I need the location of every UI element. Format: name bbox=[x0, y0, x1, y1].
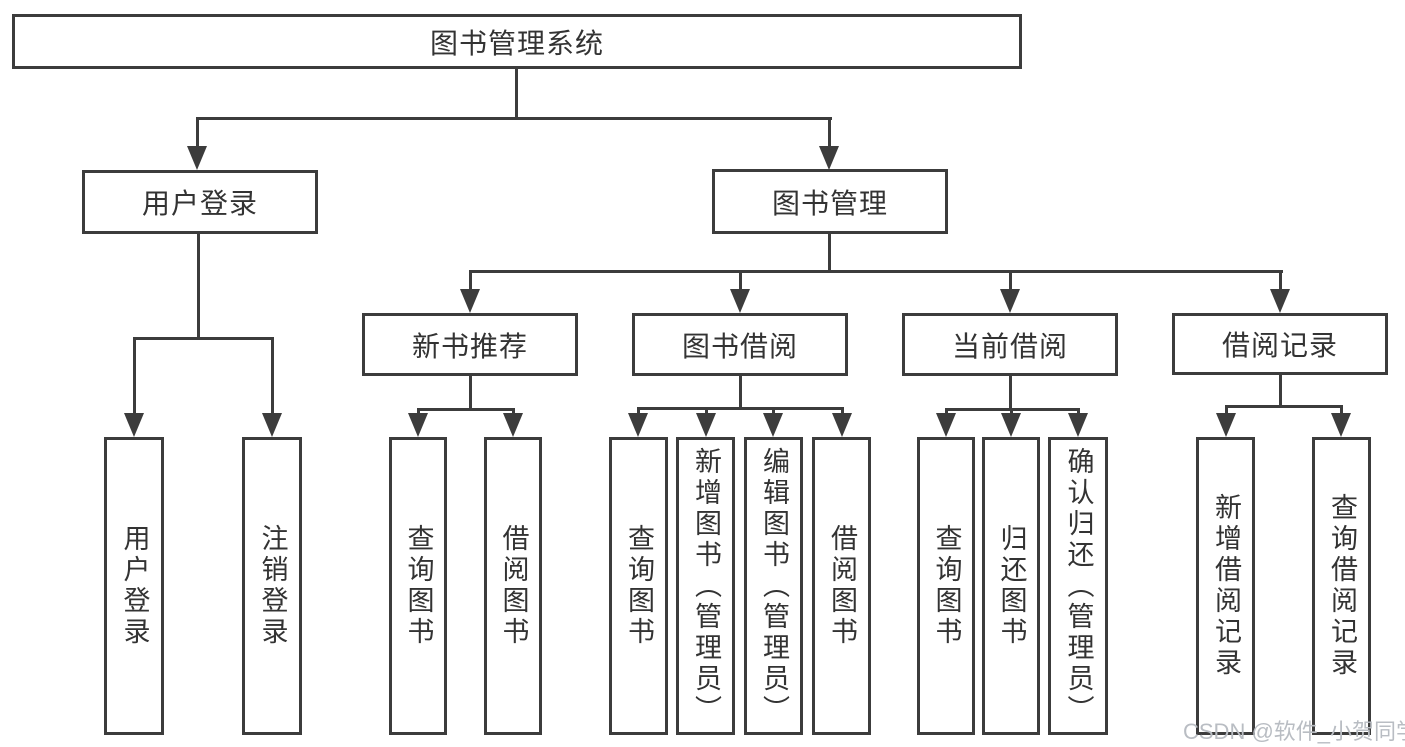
connector-arrow-shaft bbox=[1340, 405, 1343, 415]
node-label: 编辑图书（管理员） bbox=[759, 446, 789, 726]
arrow-down-icon bbox=[832, 413, 852, 437]
node-label: 查询借阅记录 bbox=[1327, 493, 1357, 679]
connector-borrow-stem bbox=[739, 376, 742, 410]
connector-root-rail bbox=[196, 117, 832, 120]
node-label: 查询图书 bbox=[403, 524, 434, 648]
arrow-down-icon bbox=[936, 413, 956, 437]
node-leaf-return-book: 归还图书 bbox=[982, 437, 1040, 735]
node-label: 查询图书 bbox=[931, 524, 962, 648]
arrow-down-icon bbox=[187, 146, 207, 170]
node-leaf-query-book-1: 查询图书 bbox=[389, 437, 447, 735]
connector-newbook-rail bbox=[417, 408, 515, 411]
arrow-down-icon bbox=[1331, 413, 1351, 437]
csdn-watermark: CSDN @软件_小贺同学 bbox=[1183, 719, 1405, 744]
node-user-login: 用户登录 bbox=[82, 170, 318, 234]
connector-arrow-shaft bbox=[271, 337, 274, 415]
connector-record-stem bbox=[1279, 375, 1282, 408]
node-leaf-confirm-return-admin: 确认归还（管理员） bbox=[1048, 437, 1108, 735]
arrow-down-icon bbox=[503, 413, 523, 437]
node-book-borrow: 图书借阅 bbox=[632, 313, 848, 376]
connector-arrow-shaft bbox=[469, 270, 472, 291]
arrow-down-icon bbox=[1001, 413, 1021, 437]
connector-arrow-shaft bbox=[196, 117, 199, 148]
node-leaf-add-borrow-record: 新增借阅记录 bbox=[1196, 437, 1255, 735]
connector-arrow-shaft bbox=[417, 408, 420, 415]
node-label: 新增借阅记录 bbox=[1211, 493, 1241, 679]
connector-newbook-stem bbox=[469, 376, 472, 411]
node-label: 借阅图书 bbox=[827, 524, 857, 648]
connector-arrow-shaft bbox=[637, 407, 640, 415]
node-leaf-borrow-book-2: 借阅图书 bbox=[812, 437, 871, 735]
node-borrow-record: 借阅记录 bbox=[1172, 313, 1388, 375]
node-label: 图书管理 bbox=[771, 187, 888, 219]
connector-arrow-shaft bbox=[1009, 270, 1012, 291]
connector-arrow-shaft bbox=[705, 407, 708, 415]
connector-arrow-shaft bbox=[512, 408, 515, 415]
arrow-down-icon bbox=[124, 413, 144, 437]
node-label: 图书借阅 bbox=[681, 330, 798, 362]
node-label: 查询图书 bbox=[624, 524, 654, 648]
node-label: 注销登录 bbox=[257, 524, 288, 648]
connector-arrow-shaft bbox=[1077, 408, 1080, 415]
connector-userlogin-rail bbox=[133, 337, 274, 340]
arrow-down-icon bbox=[1068, 413, 1088, 437]
node-current-borrow: 当前借阅 bbox=[902, 313, 1118, 376]
node-leaf-query-book-3: 查询图书 bbox=[917, 437, 975, 735]
arrow-down-icon bbox=[628, 413, 648, 437]
connector-arrow-shaft bbox=[772, 407, 775, 415]
connector-bookmgmt-rail bbox=[469, 270, 1283, 273]
arrow-down-icon bbox=[730, 289, 750, 313]
connector-arrow-shaft bbox=[1225, 405, 1228, 415]
node-label: 用户登录 bbox=[119, 524, 150, 648]
node-label: 借阅记录 bbox=[1221, 330, 1338, 361]
connector-arrow-shaft bbox=[945, 408, 948, 415]
connector-arrow-shaft bbox=[133, 337, 136, 415]
node-leaf-borrow-book-1: 借阅图书 bbox=[484, 437, 542, 735]
node-label: 当前借阅 bbox=[951, 330, 1068, 362]
node-book-management: 图书管理 bbox=[712, 169, 948, 234]
node-label: 新书推荐 bbox=[411, 330, 528, 362]
connector-userlogin-stem bbox=[197, 233, 200, 340]
node-label: 借阅图书 bbox=[498, 524, 529, 648]
arrow-down-icon bbox=[262, 413, 282, 437]
connector-bookmgmt-stem bbox=[828, 233, 831, 273]
node-leaf-add-book-admin: 新增图书（管理员） bbox=[676, 437, 735, 735]
arrow-down-icon bbox=[1216, 413, 1236, 437]
node-label: 确认归还（管理员） bbox=[1063, 446, 1094, 726]
connector-arrow-shaft bbox=[1010, 408, 1013, 415]
node-leaf-query-borrow-record: 查询借阅记录 bbox=[1312, 437, 1371, 735]
node-leaf-user-login: 用户登录 bbox=[104, 437, 164, 735]
connector-borrow-rail bbox=[637, 407, 844, 410]
connector-arrow-shaft bbox=[739, 270, 742, 291]
node-label: 归还图书 bbox=[996, 524, 1027, 648]
arrow-down-icon bbox=[460, 289, 480, 313]
connector-current-stem bbox=[1009, 376, 1012, 411]
node-system-root: 图书管理系统 bbox=[12, 14, 1022, 69]
node-leaf-query-book-2: 查询图书 bbox=[609, 437, 668, 735]
node-leaf-logout: 注销登录 bbox=[242, 437, 302, 735]
connector-record-rail bbox=[1225, 405, 1343, 408]
arrow-down-icon bbox=[763, 413, 783, 437]
arrow-down-icon bbox=[408, 413, 428, 437]
arrow-down-icon bbox=[819, 146, 839, 170]
node-new-book-recommend: 新书推荐 bbox=[362, 313, 578, 376]
node-label: 新增图书（管理员） bbox=[691, 446, 721, 726]
node-leaf-edit-book-admin: 编辑图书（管理员） bbox=[744, 437, 803, 735]
arrow-down-icon bbox=[1000, 289, 1020, 313]
connector-arrow-shaft bbox=[828, 117, 831, 148]
node-label: 用户登录 bbox=[141, 188, 258, 219]
arrow-down-icon bbox=[696, 413, 716, 437]
arrow-down-icon bbox=[1270, 289, 1290, 313]
connector-arrow-shaft bbox=[841, 407, 844, 415]
node-label: 图书管理系统 bbox=[429, 27, 604, 59]
connector-arrow-shaft bbox=[1279, 270, 1282, 291]
connector-root-stem bbox=[515, 68, 518, 120]
